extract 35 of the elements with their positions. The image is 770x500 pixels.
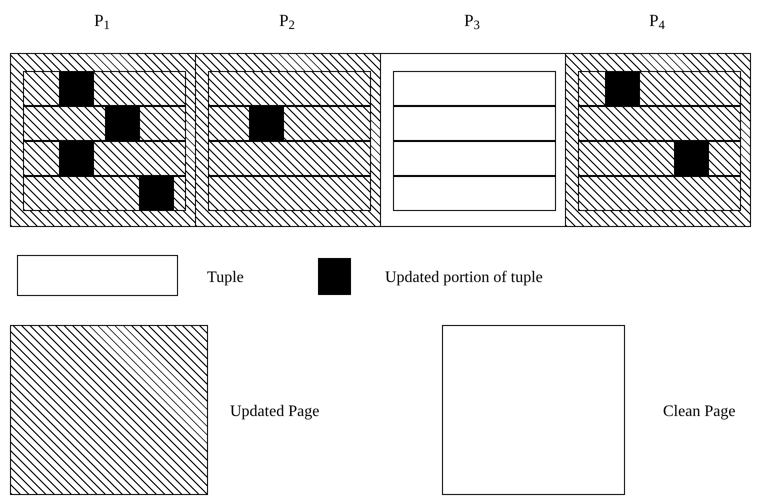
page-label: P$_{2}$ bbox=[278, 10, 296, 34]
tuple-box bbox=[393, 71, 556, 106]
legend-label: Tuple bbox=[207, 268, 244, 288]
updated-portion bbox=[605, 72, 640, 105]
tuple-box bbox=[578, 176, 741, 211]
tuple-box bbox=[208, 141, 371, 176]
tuple-box bbox=[23, 106, 186, 141]
updated-portion bbox=[59, 72, 94, 105]
updated-portion bbox=[139, 177, 174, 210]
tuple-box bbox=[208, 176, 371, 211]
tuple-box bbox=[23, 141, 186, 176]
updated-portion bbox=[105, 107, 140, 140]
clean-page bbox=[380, 53, 566, 227]
updated-page bbox=[10, 53, 196, 227]
tuple-box bbox=[578, 141, 741, 176]
legend-label: Clean Page bbox=[663, 402, 736, 422]
updated-portion bbox=[674, 142, 709, 175]
tuple-box bbox=[578, 71, 741, 106]
page-label: P$_{3}$ bbox=[463, 10, 481, 34]
page-label: P$_{1}$ bbox=[93, 10, 111, 34]
updated-portion bbox=[249, 107, 284, 140]
updated-page bbox=[195, 53, 381, 227]
updated-portion bbox=[59, 142, 94, 175]
legend-label: Updated Page bbox=[230, 402, 320, 422]
legend-label: Updated portion of tuple bbox=[385, 268, 543, 288]
tuple-box bbox=[393, 141, 556, 176]
tuple-box bbox=[578, 106, 741, 141]
tuple-box bbox=[208, 106, 371, 141]
page-label: P$_{4}$ bbox=[648, 10, 666, 34]
tuple-box bbox=[393, 106, 556, 141]
tuple-box bbox=[208, 71, 371, 106]
tuple-box bbox=[23, 71, 186, 106]
tuple-box bbox=[23, 176, 186, 211]
updated-page bbox=[565, 53, 751, 227]
tuple-box bbox=[393, 176, 556, 211]
